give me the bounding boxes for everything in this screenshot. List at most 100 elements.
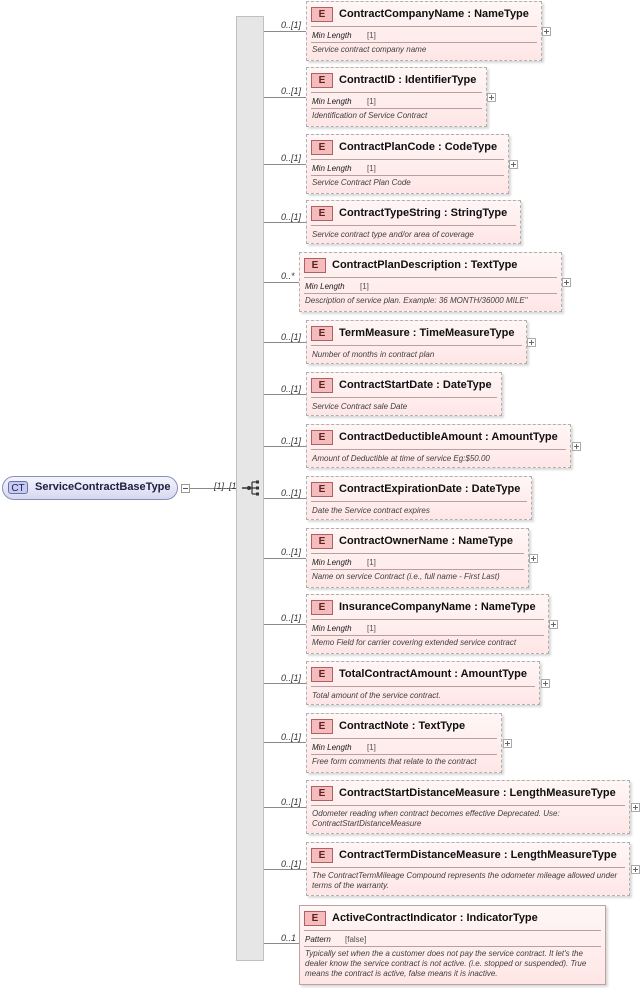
divider	[311, 754, 497, 755]
element-cardinality: 0..[1]	[281, 859, 302, 869]
connector-line	[264, 683, 307, 684]
element-title: ContractOwnerName : NameType	[339, 535, 514, 547]
facet-value: [1]	[367, 743, 376, 752]
connector-line	[264, 164, 307, 165]
element-cardinality: 0..[1]	[281, 384, 302, 394]
facet-value: [1]	[367, 31, 376, 40]
sequence-icon	[242, 480, 259, 496]
element-cardinality: 0..[1]	[281, 613, 302, 623]
expand-icon[interactable]	[529, 554, 538, 563]
divider	[304, 930, 601, 931]
divider	[311, 738, 497, 739]
element-cardinality: 0..[1]	[281, 86, 302, 96]
facet-value: [1]	[367, 558, 376, 567]
element-title: ContractStartDate : DateType	[339, 379, 492, 391]
element-documentation: Total amount of the service contract.	[312, 691, 441, 700]
divider	[311, 635, 544, 636]
element-contract-id[interactable]: E ContractID : IdentifierType Min Length…	[306, 67, 487, 127]
element-cardinality: 0..1	[281, 933, 297, 943]
divider	[311, 867, 625, 868]
element-cardinality: 0..[1]	[281, 797, 302, 807]
element-badge: E	[311, 73, 333, 88]
expand-icon[interactable]	[509, 160, 518, 169]
divider	[311, 449, 566, 450]
element-badge: E	[311, 786, 333, 801]
complex-type-badge: CT	[8, 481, 28, 494]
collapse-toggle-icon[interactable]	[181, 484, 190, 493]
element-contract-start-distance-measure[interactable]: E ContractStartDistanceMeasure : LengthM…	[306, 780, 630, 834]
divider	[311, 397, 497, 398]
expand-icon[interactable]	[562, 278, 571, 287]
element-contract-deductible-amount[interactable]: E ContractDeductibleAmount : AmountType …	[306, 424, 571, 468]
element-documentation: Name on service Contract (i.e., full nam…	[312, 572, 500, 581]
facet-value: [1]	[360, 282, 369, 291]
element-title: ContractTermDistanceMeasure : LengthMeas…	[339, 849, 617, 861]
element-contract-start-date[interactable]: E ContractStartDate : DateType Service C…	[306, 372, 502, 416]
element-title: ContractExpirationDate : DateType	[339, 483, 521, 495]
connector-line	[264, 807, 307, 808]
element-badge: E	[311, 326, 333, 341]
element-contract-owner-name[interactable]: E ContractOwnerName : NameType Min Lengt…	[306, 528, 529, 588]
element-cardinality: 0..[1]	[281, 673, 302, 683]
element-term-measure[interactable]: E TermMeasure : TimeMeasureType Number o…	[306, 320, 527, 364]
element-contract-plan-description[interactable]: E ContractPlanDescription : TextType Min…	[299, 252, 562, 312]
element-cardinality: 0..[1]	[281, 153, 302, 163]
element-title: ContractNote : TextType	[339, 720, 466, 732]
connector-line	[264, 869, 307, 870]
expand-icon[interactable]	[541, 679, 550, 688]
divider	[311, 42, 537, 43]
element-badge: E	[311, 430, 333, 445]
element-contract-company-name[interactable]: E ContractCompanyName : NameType Min Len…	[306, 1, 542, 61]
element-total-contract-amount[interactable]: E TotalContractAmount : AmountType Total…	[306, 661, 540, 705]
divider	[311, 108, 482, 109]
element-badge: E	[311, 600, 333, 615]
divider	[311, 805, 625, 806]
element-cardinality: 0..[1]	[281, 547, 302, 557]
element-documentation: Service contract type and/or area of cov…	[312, 230, 474, 239]
element-title: InsuranceCompanyName : NameType	[339, 601, 536, 613]
element-badge: E	[311, 848, 333, 863]
facet-name: Min Length	[312, 164, 352, 173]
connector-line	[264, 222, 307, 223]
expand-icon[interactable]	[631, 803, 640, 812]
element-contract-plan-code[interactable]: E ContractPlanCode : CodeType Min Length…	[306, 134, 509, 194]
element-active-contract-indicator[interactable]: E ActiveContractIndicator : IndicatorTyp…	[299, 905, 606, 985]
connector-line	[264, 742, 307, 743]
expand-icon[interactable]	[631, 865, 640, 874]
connector-line	[264, 282, 300, 283]
complex-type-box[interactable]: CT ServiceContractBaseType	[2, 476, 178, 500]
expand-icon[interactable]	[572, 442, 581, 451]
element-cardinality: 0..[1]	[281, 488, 302, 498]
divider	[311, 569, 524, 570]
facet-name: Min Length	[312, 624, 352, 633]
element-contract-note[interactable]: E ContractNote : TextType Min Length [1]…	[306, 713, 502, 773]
expand-icon[interactable]	[503, 739, 512, 748]
expand-icon[interactable]	[487, 93, 496, 102]
element-contract-expiration-date[interactable]: E ContractExpirationDate : DateType Date…	[306, 476, 532, 520]
expand-icon[interactable]	[549, 620, 558, 629]
element-badge: E	[311, 140, 333, 155]
element-documentation: Date the Service contract expires	[312, 506, 430, 515]
divider	[311, 175, 504, 176]
divider	[311, 501, 527, 502]
element-insurance-company-name[interactable]: E InsuranceCompanyName : NameType Min Le…	[306, 594, 549, 654]
element-documentation: Service Contract Plan Code	[312, 178, 411, 187]
element-badge: E	[311, 378, 333, 393]
element-contract-type-string[interactable]: E ContractTypeString : StringType Servic…	[306, 200, 521, 244]
expand-icon[interactable]	[527, 338, 536, 347]
facet-name: Pattern	[305, 935, 331, 944]
element-documentation: Amount of Deductible at time of service …	[312, 454, 490, 463]
element-documentation: The ContractTermMileage Compound represe…	[312, 871, 618, 890]
element-title: ContractCompanyName : NameType	[339, 8, 529, 20]
facet-value: [1]	[367, 624, 376, 633]
expand-icon[interactable]	[542, 27, 551, 36]
divider	[311, 686, 535, 687]
element-documentation: Free form comments that relate to the co…	[312, 757, 477, 766]
element-cardinality: 0..*	[281, 271, 295, 281]
element-contract-term-distance-measure[interactable]: E ContractTermDistanceMeasure : LengthMe…	[306, 842, 630, 896]
facet-name: Min Length	[312, 31, 352, 40]
element-cardinality: 0..[1]	[281, 212, 302, 222]
connector-line	[264, 498, 307, 499]
facet-name: Min Length	[312, 97, 352, 106]
element-documentation: Service contract company name	[312, 45, 427, 54]
